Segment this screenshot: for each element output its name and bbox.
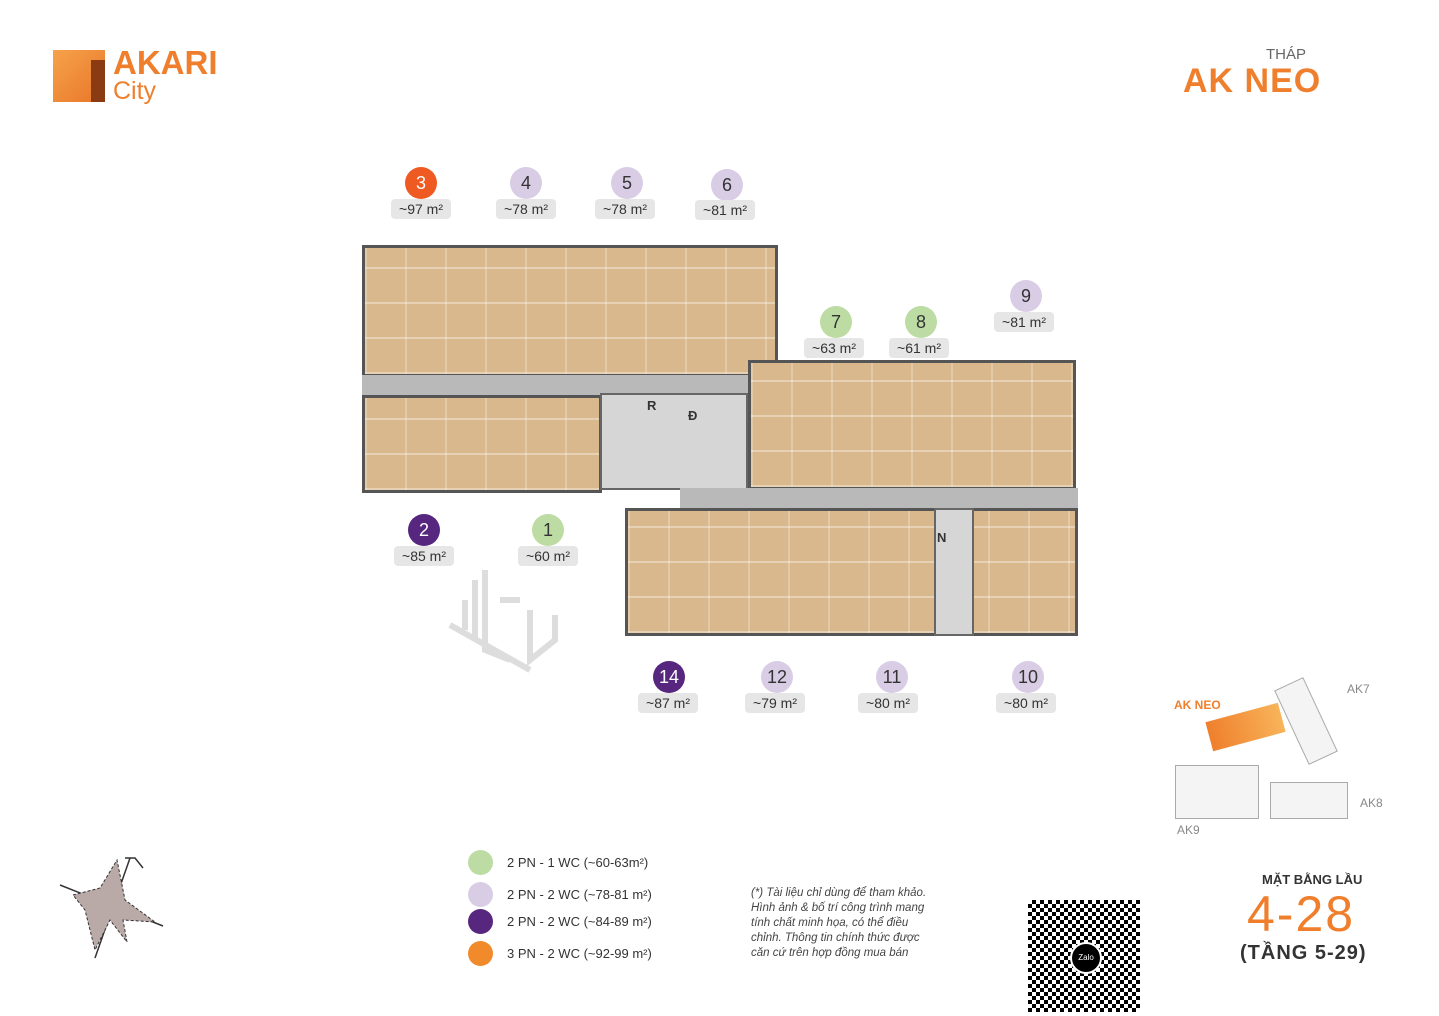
legend-item: 2 PN - 2 WC (~78-81 m²) bbox=[468, 882, 652, 907]
core-label-n: N bbox=[937, 530, 947, 545]
legend-label: 2 PN - 2 WC (~78-81 m²) bbox=[507, 887, 652, 902]
unit-area: ~97 m² bbox=[391, 199, 451, 219]
site-map-label: AK7 bbox=[1347, 682, 1370, 696]
legend-label: 2 PN - 2 WC (~84-89 m²) bbox=[507, 914, 652, 929]
core-label-r: R bbox=[647, 398, 657, 413]
legend-item: 2 PN - 2 WC (~84-89 m²) bbox=[468, 909, 652, 934]
tower-prefix: THÁP bbox=[1266, 46, 1307, 63]
floor-range: 4-28 bbox=[1247, 886, 1356, 942]
unit-number[interactable]: 5 bbox=[611, 167, 643, 199]
brand-sub: City bbox=[113, 77, 157, 105]
north-arrow-icon bbox=[448, 570, 558, 673]
unit-number[interactable]: 11 bbox=[876, 661, 908, 693]
unit-number[interactable]: 12 bbox=[761, 661, 793, 693]
zalo-badge: Zalo bbox=[1070, 942, 1102, 974]
unit-number[interactable]: 1 bbox=[532, 514, 564, 546]
legend-label: 2 PN - 1 WC (~60-63m²) bbox=[507, 855, 649, 870]
akari-logo-icon bbox=[53, 50, 105, 102]
unit-area: ~80 m² bbox=[996, 693, 1056, 713]
unit-number[interactable]: 2 bbox=[408, 514, 440, 546]
site-map-ak9-shape bbox=[1175, 765, 1259, 819]
unit-number[interactable]: 8 bbox=[905, 306, 937, 338]
corridor-upper bbox=[362, 375, 748, 395]
unit-area: ~78 m² bbox=[496, 199, 556, 219]
qr-code[interactable]: Zalo bbox=[1028, 900, 1140, 1012]
block-middle-right bbox=[748, 360, 1076, 490]
block-top-left bbox=[362, 245, 778, 377]
site-map-ak7-shape bbox=[1274, 677, 1338, 765]
brand-name: AKARI bbox=[113, 44, 218, 81]
legend-dot-icon bbox=[468, 850, 493, 875]
core-stair-lift bbox=[600, 393, 748, 490]
unit-area: ~87 m² bbox=[638, 693, 698, 713]
unit-area: ~85 m² bbox=[394, 546, 454, 566]
core-label-d: Đ bbox=[688, 408, 698, 423]
unit-area: ~60 m² bbox=[518, 546, 578, 566]
unit-area: ~61 m² bbox=[889, 338, 949, 358]
corridor-lower bbox=[680, 488, 1078, 510]
unit-area: ~63 m² bbox=[804, 338, 864, 358]
actual-floor-range: (TẦNG 5-29) bbox=[1240, 942, 1367, 964]
unit-area: ~81 m² bbox=[994, 312, 1054, 332]
legend-item: 3 PN - 2 WC (~92-99 m²) bbox=[468, 941, 652, 966]
legend-dot-icon bbox=[468, 882, 493, 907]
site-map-current-label: AK NEO bbox=[1174, 698, 1221, 712]
wind-rose-icon bbox=[59, 857, 164, 959]
legend-dot-icon bbox=[468, 941, 493, 966]
site-map-label: AK8 bbox=[1360, 796, 1383, 810]
unit-area: ~79 m² bbox=[745, 693, 805, 713]
block-bottom bbox=[625, 508, 1078, 636]
site-map-label: AK9 bbox=[1177, 823, 1200, 837]
unit-number[interactable]: 10 bbox=[1012, 661, 1044, 693]
unit-number[interactable]: 4 bbox=[510, 167, 542, 199]
tower-name: AK NEO bbox=[1183, 62, 1322, 100]
legend-dot-icon bbox=[468, 909, 493, 934]
unit-area: ~80 m² bbox=[858, 693, 918, 713]
floor-plan-title: MẶT BẰNG LẦU bbox=[1262, 872, 1363, 887]
core-stair-n bbox=[934, 508, 974, 636]
unit-area: ~81 m² bbox=[695, 200, 755, 220]
unit-number[interactable]: 14 bbox=[653, 661, 685, 693]
unit-area: ~78 m² bbox=[595, 199, 655, 219]
disclaimer-note: (*) Tài liệu chỉ dùng để tham khảo. Hình… bbox=[751, 887, 927, 959]
unit-number[interactable]: 6 bbox=[711, 169, 743, 201]
legend-item: 2 PN - 1 WC (~60-63m²) bbox=[468, 850, 648, 875]
unit-number[interactable]: 3 bbox=[405, 167, 437, 199]
unit-number[interactable]: 7 bbox=[820, 306, 852, 338]
legend-label: 3 PN - 2 WC (~92-99 m²) bbox=[507, 946, 652, 961]
site-map-ak8-shape bbox=[1270, 782, 1348, 819]
unit-number[interactable]: 9 bbox=[1010, 280, 1042, 312]
block-lower-left bbox=[362, 395, 602, 493]
